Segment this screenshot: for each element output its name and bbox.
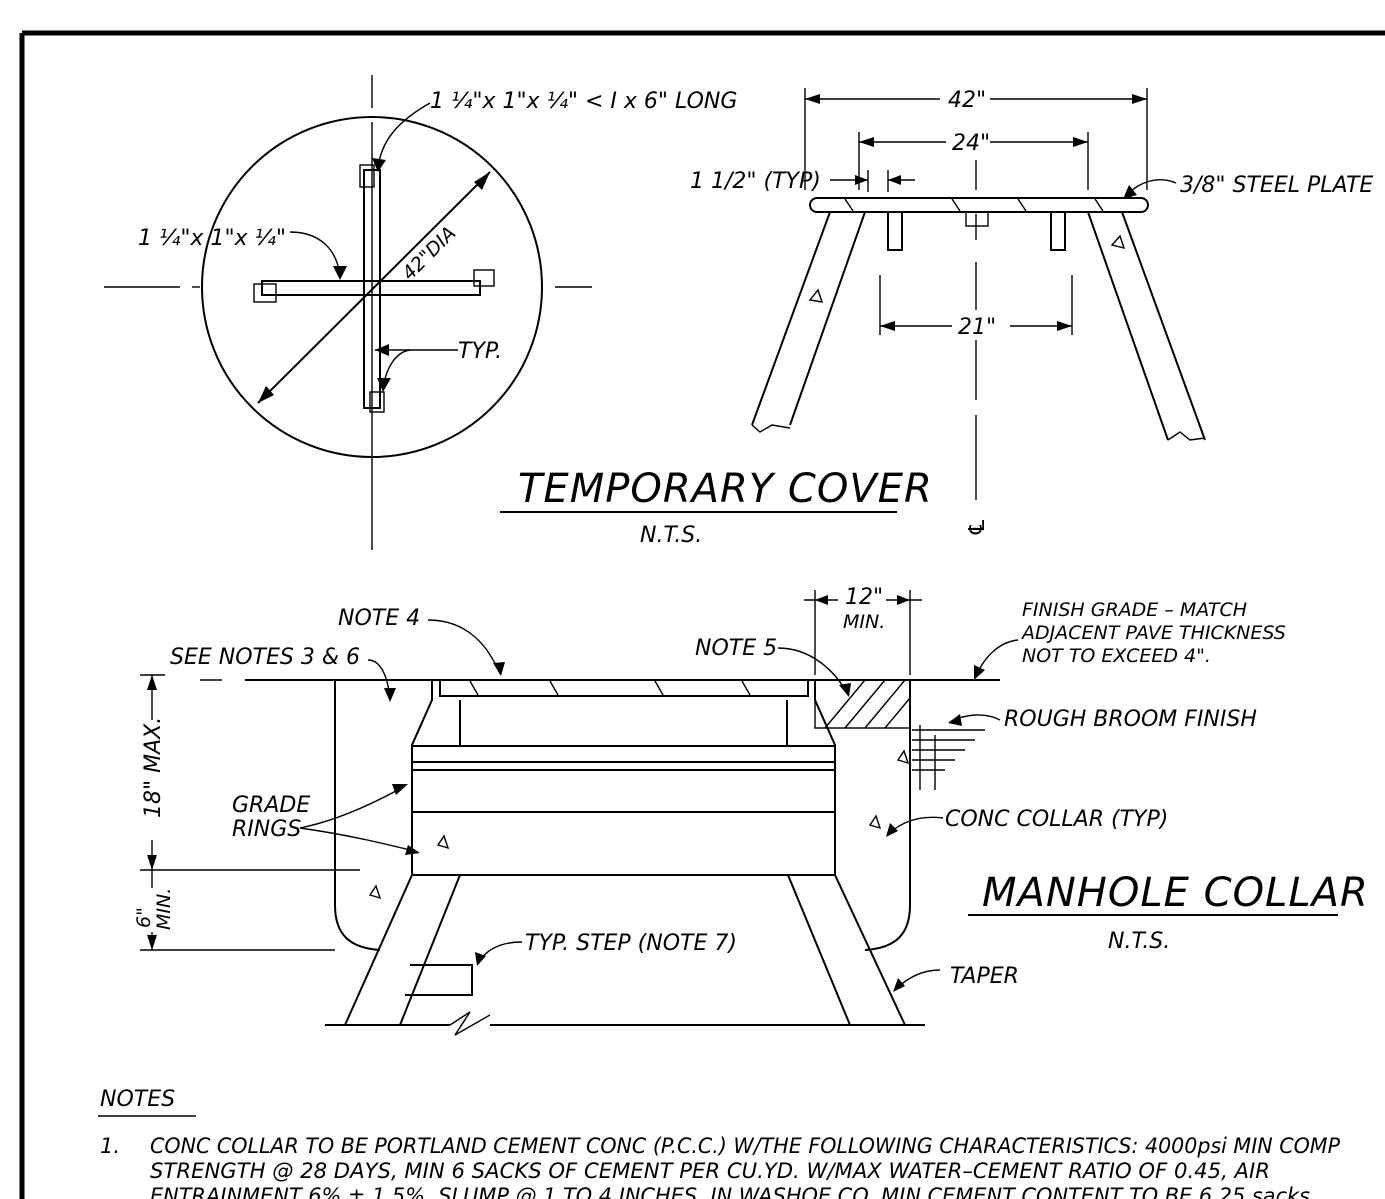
label-taper: TAPER	[950, 964, 1019, 989]
sheet-border	[19, 30, 1385, 1199]
label-min12-b: MIN.	[843, 611, 885, 633]
label-grade-rings-1: GRADE	[232, 793, 310, 818]
label-min6-b: MIN.	[153, 888, 175, 930]
cover-plan-view	[104, 75, 592, 550]
label-typ: TYP.	[458, 339, 502, 364]
note-1-line-1: CONC COLLAR TO BE PORTLAND CEMENT CONC (…	[150, 1134, 1340, 1158]
label-conc-collar: CONC COLLAR (TYP)	[945, 807, 1168, 832]
label-typ-1-5: 1 1/2" (TYP)	[690, 169, 821, 194]
label-grade-rings-2: RINGS	[232, 817, 301, 842]
title-temporary-cover: TEMPORARY COVER	[518, 466, 933, 512]
label-finish-grade-3: NOT TO EXCEED 4".	[1022, 645, 1211, 667]
label-note4: NOTE 4	[338, 606, 420, 631]
label-min12-a: 12"	[845, 585, 883, 610]
label-see-notes: SEE NOTES 3 & 6	[170, 645, 360, 670]
label-finish-grade-2: ADJACENT PAVE THICKNESS	[1020, 622, 1286, 644]
label-dim-42: 42"	[948, 88, 986, 113]
label-min6-a: 6"	[133, 907, 155, 928]
cover-section-view	[751, 88, 1206, 500]
label-rough-broom: ROUGH BROOM FINISH	[1004, 707, 1257, 732]
manhole-collar-section	[140, 590, 1019, 1036]
label-typ-step: TYP. STEP (NOTE 7)	[525, 931, 737, 956]
centerline-symbol: ℄	[965, 517, 990, 537]
scale-temporary-cover: N.T.S.	[640, 523, 702, 548]
note-1-number: 1.	[100, 1134, 120, 1158]
label-dim-21: 21"	[958, 315, 996, 340]
label-angle-long: 1 ¼"x 1"x ¼" < I x 6" LONG	[430, 89, 737, 114]
label-max18: 18" MAX.	[141, 717, 166, 818]
label-dim-24: 24"	[952, 131, 990, 156]
title-manhole-collar: MANHOLE COLLAR	[982, 870, 1369, 916]
label-finish-grade-1: FINISH GRADE – MATCH	[1022, 599, 1247, 621]
note-1-line-2: STRENGTH @ 28 DAYS, MIN 6 SACKS OF CEMEN…	[150, 1159, 1270, 1183]
label-note5: NOTE 5	[695, 636, 777, 661]
scale-manhole-collar: N.T.S.	[1108, 929, 1170, 954]
notes-heading: NOTES	[100, 1087, 175, 1112]
note-1-line-3: ENTRAINMENT 6% ± 1.5%, SLUMP @ 1 TO 4 IN…	[150, 1184, 1310, 1199]
label-steel-plate: 3/8" STEEL PLATE	[1180, 173, 1373, 198]
label-angle-short: 1 ¼"x 1"x ¼"	[138, 226, 286, 251]
